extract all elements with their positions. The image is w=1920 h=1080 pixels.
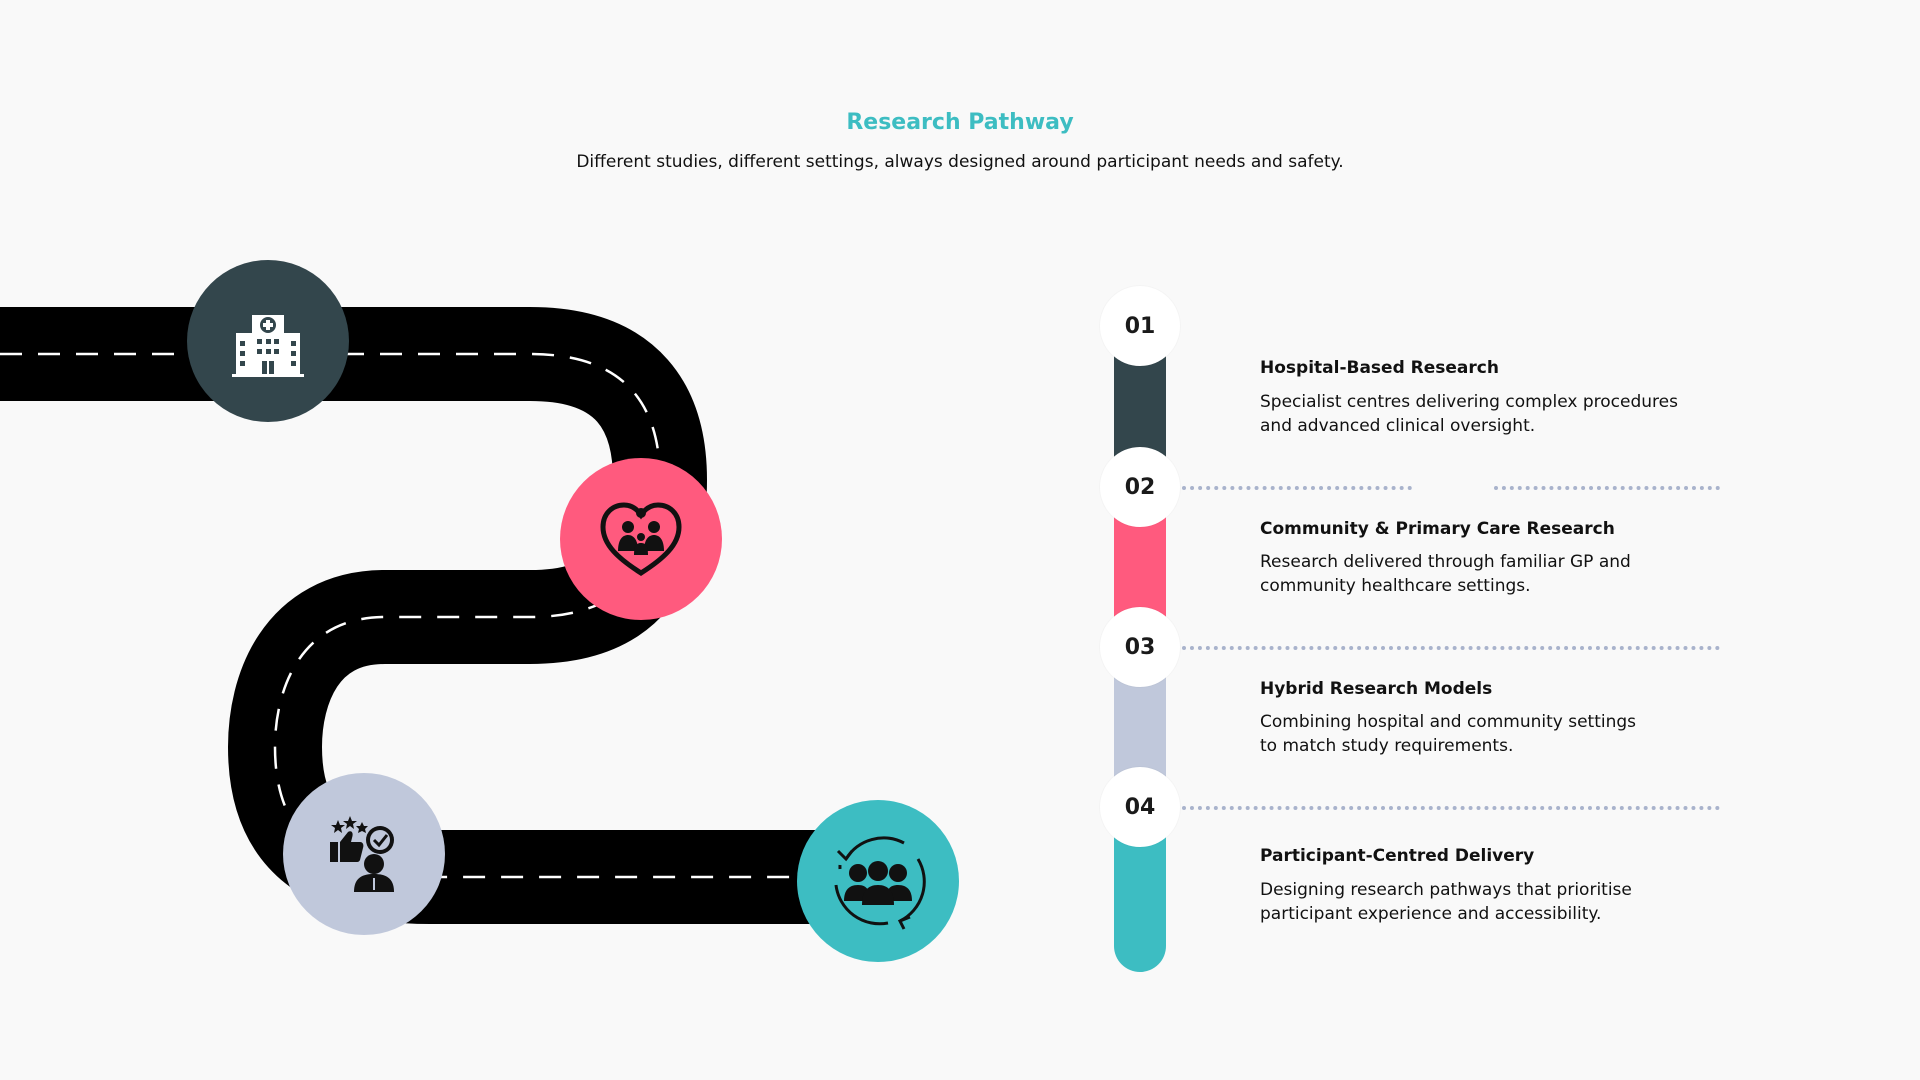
step-number-4: 04 [1100, 767, 1180, 847]
step-number-2: 02 [1100, 447, 1180, 527]
step-description-4-line-1: Designing research pathways that priorit… [1260, 880, 1632, 900]
step-description-2-line-2: community healthcare settings. [1260, 576, 1531, 596]
thumbs-up-person-circle [283, 773, 445, 935]
step-title-1: Hospital-Based Research [1260, 358, 1499, 378]
thumbs-up-person-icon [330, 816, 394, 892]
step-description-3-line-1: Combining hospital and community setting… [1260, 712, 1637, 732]
divider-dots-2a [1182, 486, 1412, 490]
step-number-3: 03 [1100, 607, 1180, 687]
step-description-4-line-2: participant experience and accessibility… [1260, 904, 1602, 924]
step-description-4: Designing research pathways that priorit… [1260, 878, 1730, 926]
step-description-1-line-2: and advanced clinical oversight. [1260, 416, 1536, 436]
step-title-2: Community & Primary Care Research [1260, 519, 1615, 539]
page-title: Research Pathway [846, 110, 1074, 135]
step-description-2: Research delivered through familiar GP a… [1260, 550, 1730, 598]
divider-dots-2b [1494, 486, 1720, 490]
divider-dots-4 [1182, 806, 1720, 810]
step-title-4: Participant-Centred Delivery [1260, 846, 1535, 866]
hospital-circle [187, 260, 349, 422]
step-description-1-line-1: Specialist centres delivering complex pr… [1260, 392, 1678, 412]
heart-family-circle [560, 458, 722, 620]
step-description-3: Combining hospital and community setting… [1260, 710, 1730, 758]
step-title-3: Hybrid Research Models [1260, 679, 1493, 699]
step-number-1: 01 [1100, 286, 1180, 366]
page-subtitle: Different studies, different settings, a… [576, 152, 1344, 172]
step-description-3-line-2: to match study requirements. [1260, 736, 1514, 756]
group-cycle-circle [797, 800, 959, 962]
hospital-icon [232, 315, 304, 377]
heart-family-icon [600, 502, 682, 576]
group-cycle-icon [834, 836, 926, 930]
divider-dots-3 [1182, 646, 1720, 650]
step-description-2-line-1: Research delivered through familiar GP a… [1260, 552, 1631, 572]
step-description-1: Specialist centres delivering complex pr… [1260, 390, 1730, 438]
